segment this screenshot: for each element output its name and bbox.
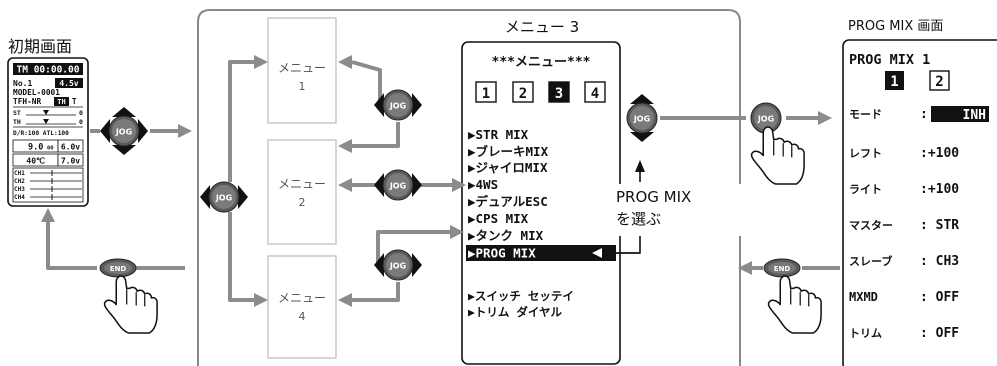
menu3-item-switch-setting: ▶スイッチ セッテイ (468, 289, 574, 303)
menu3-item-cps-mix: ▶CPS MIX (468, 211, 529, 226)
throttle-label: TH (13, 118, 21, 126)
timer-display: TM 00:00.00 (17, 65, 80, 76)
prog-mix-row-slave-value: : CH3 (920, 254, 959, 269)
pointing-hand-icon (105, 276, 158, 333)
rx-voltage: 9.0 (28, 143, 43, 153)
prog-mix-row-mode-value: INH (963, 108, 986, 123)
prog-mix-row-master-value: : STR (920, 218, 959, 233)
model-number: No.1 (13, 79, 32, 88)
menu3-item-tank-mix: ▶タンク MIX (468, 228, 544, 243)
prog-mix-row-mode-label: モード (849, 108, 882, 121)
menu-card-1-number: 1 (299, 80, 306, 93)
menu-card-4: メニュー 4 (268, 256, 336, 358)
menu3-item-4ws: ▶4WS (468, 177, 498, 192)
end-button-icon (100, 259, 136, 277)
prog-mix-row-trim-label: トリム (849, 327, 882, 340)
menu3-header: ***メニュー*** (492, 55, 591, 70)
menu3-item-trim-dial: ▶トリム ダイヤル (468, 305, 563, 319)
type-badge: TH (57, 98, 65, 106)
prog-mix-row-right-value: :+100 (920, 182, 959, 197)
prog-mix-screen-title: PROG MIX 画面 (848, 19, 943, 34)
prog-mix-row-slave-label: スレーブ (849, 254, 892, 268)
channel-ch3: CH3 (14, 186, 25, 193)
callout-line1: PROG MIX (616, 188, 691, 206)
rate-line: D/R:100 ATL:100 (13, 130, 69, 137)
jog-dial-icon (374, 170, 422, 200)
model-name: MODEL-0001 (13, 88, 60, 97)
steer-label: ST (13, 109, 21, 117)
prog-mix-page-2: 2 (935, 74, 943, 90)
channel-ch4: CH4 (14, 194, 25, 201)
jog-dial-icon (200, 182, 248, 212)
menu-card-2-number: 2 (299, 196, 306, 209)
svg-text:T: T (72, 97, 77, 106)
menu3-item-dual-esc: ▶デュアルESC (468, 194, 548, 209)
model-type: TFH-NR (13, 97, 41, 106)
prog-mix-row-mxmd-value: : OFF (920, 290, 959, 305)
menu3-title: メニュー 3 (505, 18, 579, 36)
prog-mix-header: PROG MIX 1 (849, 52, 930, 68)
menu3-page-2: 2 (519, 86, 527, 102)
menu-card-4-number: 4 (299, 310, 306, 323)
jog-dial-icon (374, 250, 422, 280)
pointing-hand-icon (769, 276, 822, 333)
initial-screen-title: 初期画面 (8, 37, 72, 56)
menu3-page-3-active: 3 (555, 86, 563, 102)
prog-mix-row-mxmd-label: MXMD (849, 290, 878, 304)
prog-mix-row-master-label: マスター (849, 219, 893, 232)
prog-mix-screen: PROG MIX 1 1 2 モード : INH レフト :+100 ライト :… (843, 40, 997, 366)
battery-voltage: 6.0v (61, 143, 80, 152)
rx-voltage-unit: 00 (47, 146, 54, 152)
steer-value: 0 (79, 109, 83, 117)
pointing-hand-icon (752, 127, 805, 184)
end-button-icon (764, 259, 800, 277)
menu3-page-4: 4 (591, 86, 599, 102)
callout-line2: を選ぶ (616, 210, 661, 228)
prog-mix-page-1-active: 1 (890, 74, 898, 90)
initial-screen: TM 00:00.00 No.1 4.5v MODEL-0001 TFH-NR … (8, 58, 88, 206)
jog-dial-icon (627, 94, 657, 142)
menu3-item-str-mix: ▶STR MIX (468, 127, 529, 142)
menu3-item-gyro-mix: ▶ジャイロMIX (468, 160, 548, 175)
temperature: 40℃ (26, 157, 45, 166)
prog-mix-row-left-value: :+100 (920, 146, 959, 161)
channel-ch1: CH1 (14, 170, 25, 177)
flow-arrows (48, 62, 840, 300)
menu-card-1-label: メニュー (278, 61, 326, 75)
menu-card-4-label: メニュー (278, 291, 326, 305)
menu3-page-1: 1 (482, 86, 490, 102)
throttle-value: 0 (79, 118, 83, 126)
svg-text::: : (920, 107, 928, 122)
battery2-voltage: 7.0v (61, 157, 80, 166)
prog-mix-row-left-label: レフト (849, 147, 882, 160)
voltage-badge: 4.5v (59, 79, 78, 88)
menu-card-2: メニュー 2 (268, 140, 336, 244)
prog-mix-row-trim-value: : OFF (920, 326, 959, 341)
menu3-item-prog-mix-selected: ▶PROG MIX (468, 246, 536, 261)
menu-card-2-label: メニュー (278, 177, 326, 191)
menu3-screen: ***メニュー*** 1 2 3 4 ▶STR MIX ▶ブレーキMIX ▶ジャ… (462, 42, 620, 364)
menu-card-1: メニュー 1 (268, 18, 336, 123)
jog-dial-icon (100, 107, 148, 155)
channel-ch2: CH2 (14, 178, 25, 185)
prog-mix-row-right-label: ライト (849, 183, 882, 196)
menu3-item-brake-mix: ▶ブレーキMIX (468, 144, 549, 159)
